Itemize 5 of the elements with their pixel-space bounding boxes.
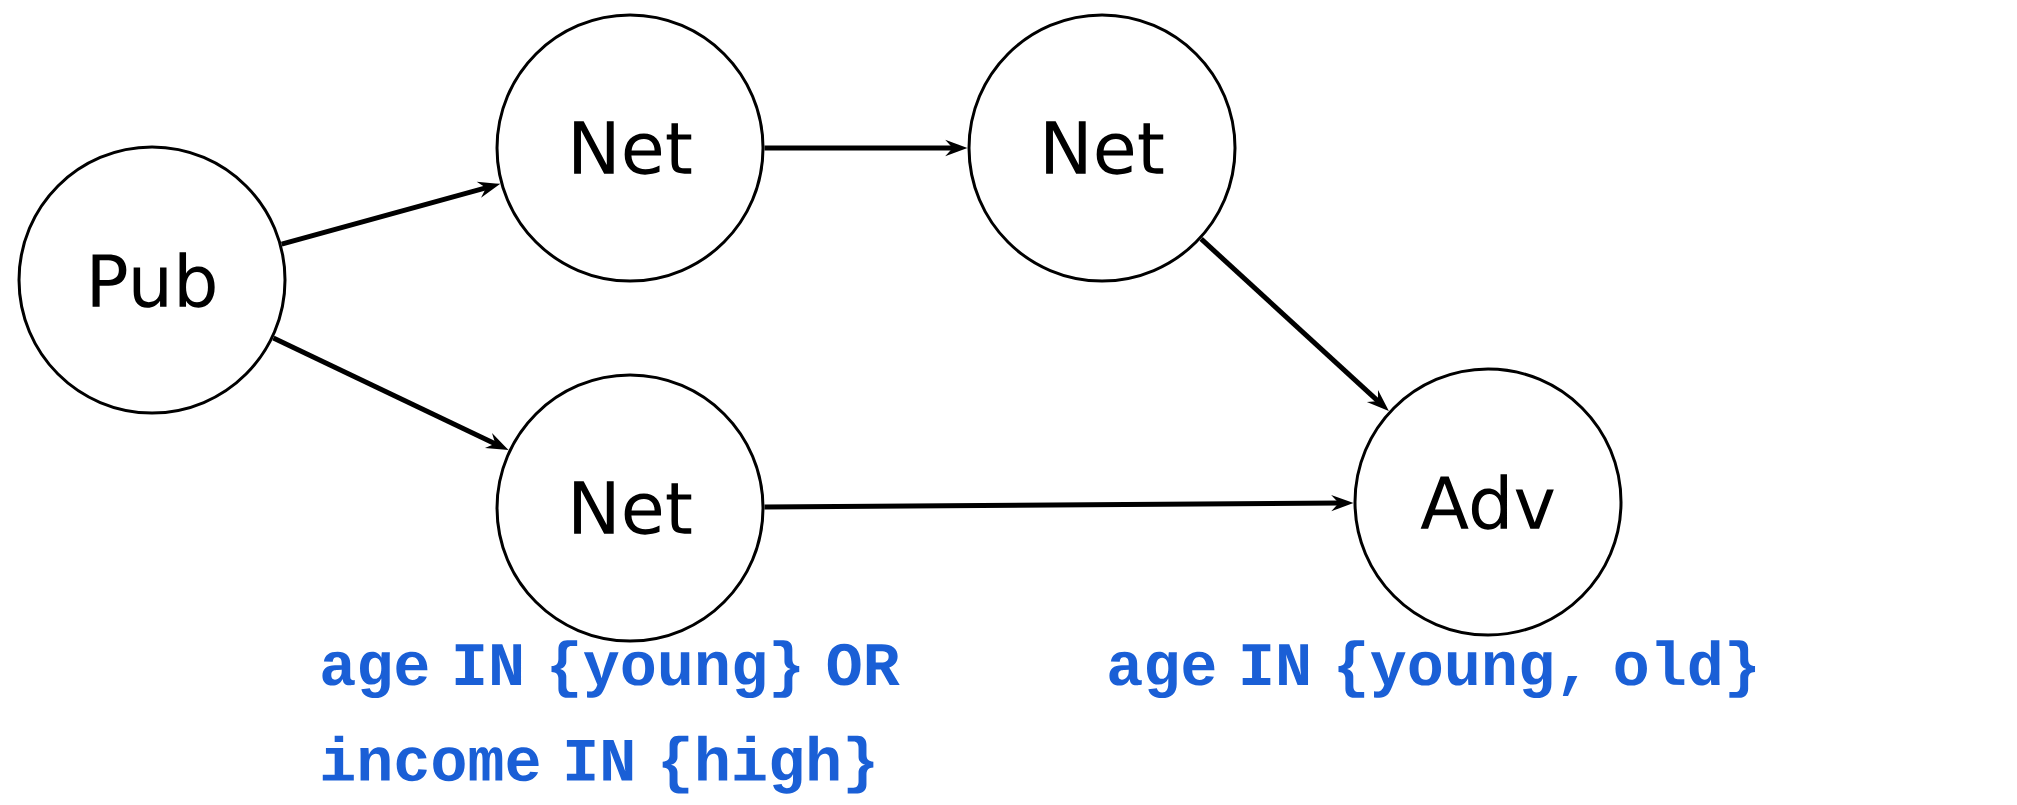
condition-text: age IN {young} OR income IN {high} [322, 640, 900, 794]
circle-node: Net [495, 13, 765, 283]
circle-node: Net [967, 13, 1237, 283]
circle-node: Pub [17, 145, 287, 415]
circle-node: Adv [1353, 367, 1623, 637]
